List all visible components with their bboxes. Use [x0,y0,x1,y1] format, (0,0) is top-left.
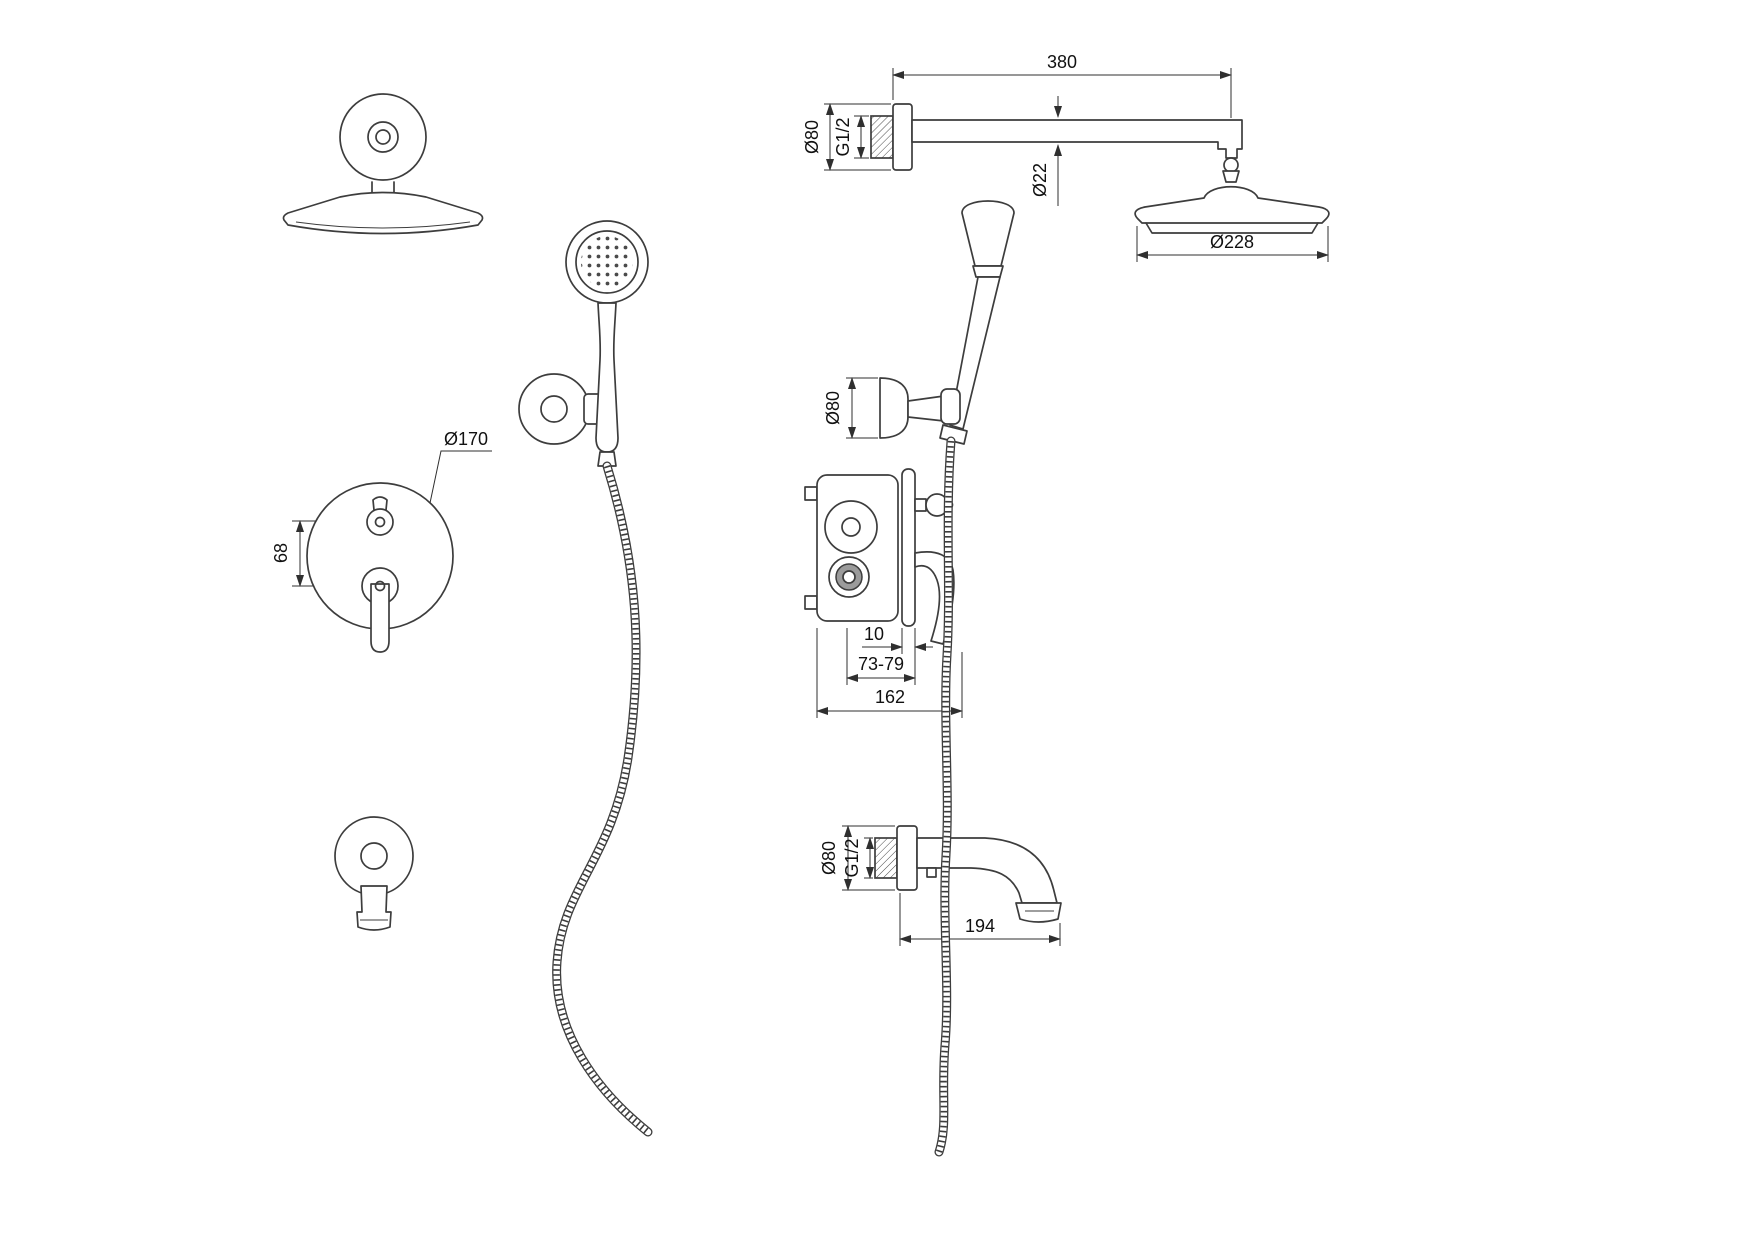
dim-spout-flange-label: Ø80 [819,841,839,875]
head-bell-outline [282,191,484,235]
dim-spout-thread-label: G1/2 [842,838,862,877]
shower-head-front [282,93,484,235]
hand-shower-hose-side [939,441,951,1152]
handset-handle-side [949,276,1001,430]
handset-nut-side [939,424,968,445]
handset-handle [595,302,619,453]
arm-thread-side [870,115,894,159]
spout-hub-circle [360,842,388,870]
dim-bracket-ext [846,377,878,439]
shower-head-side [1134,186,1330,234]
spout-body-front [356,885,392,931]
handset-spray-face [581,236,633,288]
dim-arm-tube-label: Ø22 [1030,163,1050,197]
dim-head-label: Ø228 [1210,232,1254,252]
bracket-holder-arm [907,395,945,422]
lever-handle-front [370,583,390,653]
handset-hose-nut [597,451,617,467]
spout-tip-side [1015,902,1062,923]
dim-spout-length-label: 194 [965,916,995,936]
dim-arm-thread-label: G1/2 [833,117,853,156]
spout-body-side [916,837,1058,904]
diverter-knob-center [374,516,386,528]
bracket-clip-side [940,388,961,425]
wall-bracket-side [879,377,961,439]
handset-band-side [972,265,1004,278]
dim-thickness-label: 10 [864,624,884,644]
bracket-hub-circle [540,395,568,423]
dim-depth-label: 73-79 [858,654,904,674]
head-rim-line [295,221,471,229]
handset-bell-side [961,200,1015,267]
side-view [804,103,1330,923]
dimensions: 380 Ø80 G1/2 Ø22 Ø228 Ø170 68 Ø80 10 [271,52,1329,946]
handset-face-ring [575,230,639,294]
valve-mount-lug-bottom [804,595,818,610]
diverter-stem-side [914,498,927,512]
dim-bracket-label: Ø80 [823,391,843,425]
spout-flange-side [896,825,918,891]
mixer-valve-front [306,482,454,653]
head-bell-side-outline [1134,186,1330,224]
bath-spout-front [334,816,414,931]
valve-port-outer [828,556,870,598]
mixer-valve-side [804,468,955,645]
arm-hub-inner-circle [375,129,391,145]
dim-spout-thread-ext [864,837,873,879]
dim-plate-leader [429,450,492,504]
hand-shower-hose-front [557,466,648,1132]
valve-body-side [816,474,899,622]
wall-flange-circle [339,93,427,181]
dim-spacing-label: 68 [271,543,291,563]
arm-hub-circle [367,121,399,153]
diverter-knob-circle [366,508,394,536]
head-rim-side [1145,222,1319,234]
valve-cartridge-circle [824,500,878,554]
arm-tube-side [911,119,1243,159]
dim-arm-length-label: 380 [1047,52,1077,72]
arm-ball-joint [1223,157,1239,173]
dim-arm-flange-ext [824,103,891,171]
bath-spout-side [874,825,1062,923]
dim-plate-label: Ø170 [444,429,488,449]
spout-set-screw [926,867,937,878]
head-connector-cap [1222,170,1240,183]
arm-flange-side [892,103,913,171]
hand-shower-side [939,200,1015,445]
diverter-stem [372,496,388,511]
dim-arm-flange-label: Ø80 [802,120,822,154]
lever-pivot-screw [374,580,386,592]
dim-total-label: 162 [875,687,905,707]
bracket-flange-side [879,377,909,439]
valve-port-inner [842,570,856,584]
front-view [282,93,649,931]
hand-shower-front [518,220,649,467]
valve-mount-lug-top [804,486,818,501]
valve-trim-plate-side [901,468,916,627]
wall-arm-side [870,103,1243,183]
spout-thread-side [874,837,898,879]
valve-cartridge-center [841,517,861,537]
